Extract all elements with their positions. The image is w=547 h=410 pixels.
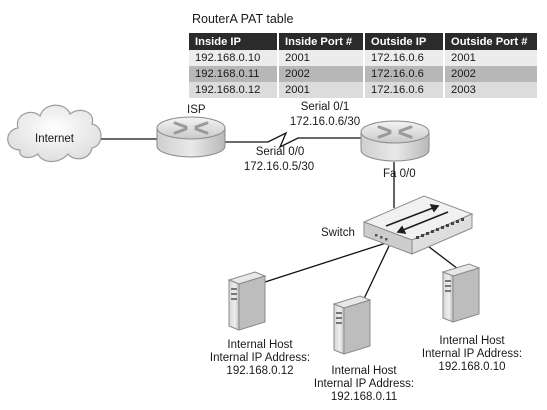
host-2-title: Internal Host bbox=[331, 365, 397, 377]
serial00-ip-label: 172.16.0.5/30 bbox=[243, 161, 315, 173]
router-a-icon bbox=[360, 120, 430, 162]
host-1-server-icon bbox=[227, 271, 267, 331]
cell-outside-port: 2003 bbox=[444, 82, 537, 98]
host-1-title: Internal Host bbox=[227, 339, 293, 351]
fa00-label: Fa 0/0 bbox=[383, 168, 416, 180]
cell-inside-ip: 192.168.0.11 bbox=[189, 66, 279, 82]
internet-cloud-icon bbox=[7, 104, 102, 163]
cell-outside-ip: 172.16.0.6 bbox=[364, 82, 445, 98]
cell-inside-ip: 192.168.0.10 bbox=[189, 50, 279, 66]
host-1-ip: 192.168.0.12 bbox=[226, 365, 294, 377]
pat-table-title: RouterA PAT table bbox=[192, 12, 294, 26]
cell-inside-port: 2001 bbox=[278, 82, 365, 98]
switch-label: Switch bbox=[321, 227, 355, 239]
isp-label: ISP bbox=[187, 104, 206, 116]
cell-outside-ip: 172.16.0.6 bbox=[364, 50, 445, 66]
pat-table-header-row: Inside IP Inside Port # Outside IP Outsi… bbox=[189, 33, 537, 50]
serial01-label: Serial 0/1 bbox=[300, 101, 350, 113]
switch-icon bbox=[362, 195, 474, 255]
host-3-title: Internal Host bbox=[439, 335, 505, 347]
host-3-server-icon bbox=[441, 263, 481, 323]
header-outside-port: Outside Port # bbox=[444, 33, 537, 50]
cell-outside-ip: 172.16.0.6 bbox=[364, 66, 445, 82]
cell-outside-port: 2001 bbox=[444, 50, 537, 66]
isp-router-icon bbox=[156, 116, 226, 158]
host-3-caption: Internal Host Internal IP Address: 192.1… bbox=[410, 335, 534, 374]
header-inside-port: Inside Port # bbox=[278, 33, 365, 50]
cell-outside-port: 2002 bbox=[444, 66, 537, 82]
link-serial-isp-routerA bbox=[225, 131, 362, 149]
serial00-label: Serial 0/0 bbox=[255, 146, 305, 158]
host-1-caption: Internal Host Internal IP Address: 192.1… bbox=[200, 339, 320, 378]
link-switch-host2 bbox=[361, 245, 390, 304]
pat-table: Inside IP Inside Port # Outside IP Outsi… bbox=[189, 33, 537, 98]
host-2-server-icon bbox=[332, 295, 372, 355]
host-2-ip-label: Internal IP Address: bbox=[313, 378, 415, 390]
host-1-ip-label: Internal IP Address: bbox=[209, 352, 311, 364]
internet-label: Internet bbox=[35, 133, 74, 145]
cell-inside-ip: 192.168.0.12 bbox=[189, 82, 279, 98]
host-2-caption: Internal Host Internal IP Address: 192.1… bbox=[302, 365, 426, 404]
table-row: 192.168.0.10 2001 172.16.0.6 2001 bbox=[189, 50, 537, 66]
table-row: 192.168.0.12 2001 172.16.0.6 2003 bbox=[189, 82, 537, 98]
host-3-ip-label: Internal IP Address: bbox=[421, 348, 523, 360]
serial01-ip-label: 172.16.0.6/30 bbox=[289, 116, 361, 128]
header-outside-ip: Outside IP bbox=[364, 33, 445, 50]
header-inside-ip: Inside IP bbox=[189, 33, 279, 50]
cell-inside-port: 2002 bbox=[278, 66, 365, 82]
table-row: 192.168.0.11 2002 172.16.0.6 2002 bbox=[189, 66, 537, 82]
host-3-ip: 192.168.0.10 bbox=[438, 361, 506, 373]
host-2-ip: 192.168.0.11 bbox=[330, 391, 398, 403]
cell-inside-port: 2001 bbox=[278, 50, 365, 66]
link-switch-host1 bbox=[264, 242, 387, 283]
